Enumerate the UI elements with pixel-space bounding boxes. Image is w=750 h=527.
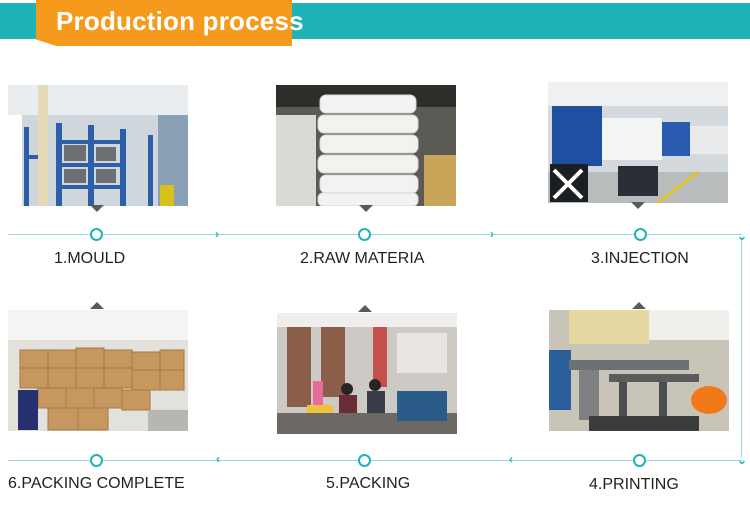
photo-pointer: [359, 205, 373, 212]
packing-photo: [277, 313, 457, 434]
photo-pointer: [358, 305, 372, 312]
chevron-down-icon: ⌄: [737, 229, 748, 243]
chevron-down-icon: ⌄: [737, 453, 748, 467]
page-title: Production process: [56, 6, 304, 36]
packing-complete-photo: [8, 310, 188, 431]
printing-photo: [549, 310, 729, 431]
step-label-packing: 5.PACKING: [326, 475, 411, 492]
chevron-left-icon: ‹: [216, 452, 220, 466]
step-marker: [633, 454, 646, 467]
mould-photo: [8, 85, 188, 206]
chevron-right-icon: ›: [490, 227, 494, 241]
step-label-packing-complete: 6.PACKING COMPLETE: [8, 475, 185, 492]
title-tab: [36, 0, 292, 46]
step-label-mould: 1.MOULD: [54, 250, 126, 267]
photo-pointer: [90, 205, 104, 212]
injection-photo: [548, 82, 728, 203]
timeline-line-bottom: [8, 460, 742, 461]
step-marker: [90, 454, 103, 467]
step-marker: [358, 454, 371, 467]
timeline-line-top: [8, 234, 742, 235]
step-label-printing: 4.PRINTING: [589, 476, 679, 493]
step-marker: [634, 228, 647, 241]
photo-pointer: [632, 302, 646, 309]
step-label-raw-material: 2.RAW MATERIA: [300, 250, 425, 267]
timeline-line-right: [741, 240, 742, 458]
step-label-injection: 3.INJECTION: [591, 250, 689, 267]
photo-pointer: [631, 202, 645, 209]
chevron-right-icon: ›: [215, 227, 219, 241]
step-marker: [90, 228, 103, 241]
raw-material-photo: [276, 85, 456, 206]
step-marker: [358, 228, 371, 241]
photo-pointer: [90, 302, 104, 309]
chevron-left-icon: ‹: [509, 452, 513, 466]
